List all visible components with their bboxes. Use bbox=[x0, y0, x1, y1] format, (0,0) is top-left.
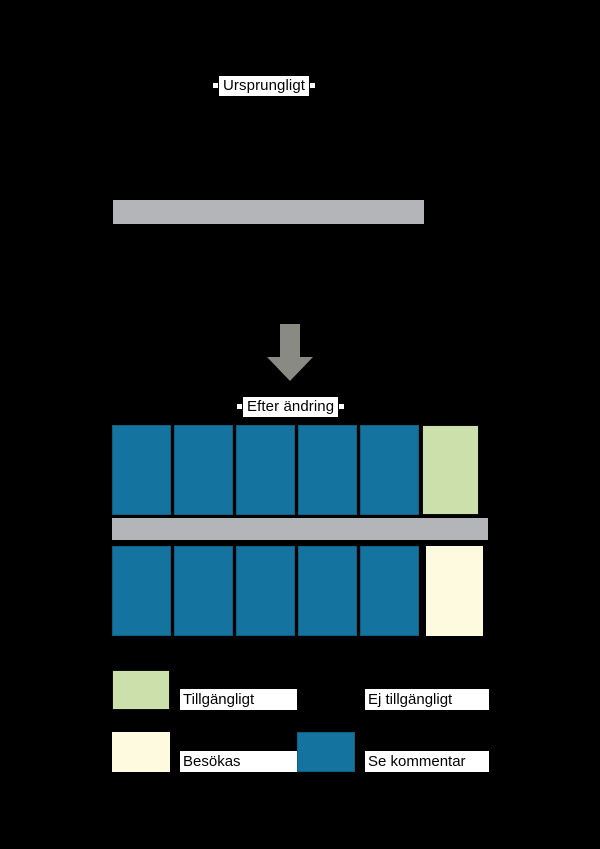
block-cream[interactable] bbox=[426, 546, 483, 636]
legend-label-unavailable: Ej tillgängligt bbox=[365, 689, 489, 710]
block-blue[interactable] bbox=[236, 546, 295, 636]
block-row-top bbox=[112, 425, 479, 515]
section-caption-after: Efter ändring bbox=[236, 397, 345, 417]
legend-swatch-green bbox=[112, 670, 170, 710]
legend-label-to-visit: Besökas bbox=[180, 751, 298, 772]
legend-row: Besökas Se kommentar bbox=[112, 732, 512, 774]
block-blue[interactable] bbox=[298, 546, 357, 636]
legend-label-see-comment: Se kommentar bbox=[365, 751, 489, 772]
block-blue[interactable] bbox=[112, 425, 171, 515]
block-green[interactable] bbox=[422, 425, 479, 515]
separator-bar-middle bbox=[112, 518, 488, 540]
block-blue[interactable] bbox=[360, 546, 419, 636]
block-blue[interactable] bbox=[236, 425, 295, 515]
block-blue[interactable] bbox=[174, 546, 233, 636]
block-blue[interactable] bbox=[360, 425, 419, 515]
legend-row: Tillgängligt Ej tillgängligt bbox=[112, 670, 512, 712]
legend-swatch-cream bbox=[112, 732, 170, 772]
block-blue[interactable] bbox=[298, 425, 357, 515]
section-caption-original: Ursprungligt bbox=[212, 76, 316, 96]
down-arrow-icon bbox=[265, 324, 315, 382]
block-blue[interactable] bbox=[174, 425, 233, 515]
block-blue[interactable] bbox=[112, 546, 171, 636]
legend: Tillgängligt Ej tillgängligt Besökas Se … bbox=[112, 670, 512, 775]
legend-swatch-blue bbox=[297, 732, 355, 772]
separator-bar-top bbox=[113, 200, 424, 224]
legend-label-available: Tillgängligt bbox=[180, 689, 298, 710]
block-row-bottom bbox=[112, 546, 483, 636]
legend-swatch-black bbox=[297, 670, 355, 710]
